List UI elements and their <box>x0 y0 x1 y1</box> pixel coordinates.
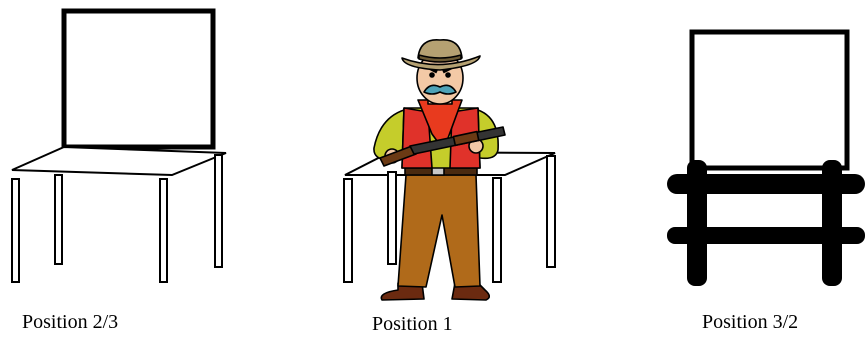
table-leg <box>547 156 555 267</box>
table-with-chair-left <box>12 11 226 282</box>
mustache <box>424 85 456 94</box>
table-leg <box>215 155 222 267</box>
chair-back <box>64 11 213 147</box>
table-with-cowboy <box>344 40 555 300</box>
table-leg <box>493 178 501 282</box>
caption-position-1: Position 1 <box>372 313 453 336</box>
chair-backrest <box>692 32 847 168</box>
chair-back-view <box>667 32 865 286</box>
left-eye <box>430 73 434 77</box>
right-eye <box>446 73 450 77</box>
table-leg <box>12 179 19 282</box>
table-top <box>12 147 226 175</box>
caption-position-3-2: Position 3/2 <box>702 311 798 334</box>
pants <box>398 175 480 287</box>
caption-position-2-3: Position 2/3 <box>22 311 118 334</box>
table-leg <box>344 179 352 282</box>
table-leg <box>55 175 62 264</box>
table-leg <box>388 172 396 264</box>
table-leg <box>160 179 167 282</box>
chair-rail-lower <box>667 227 865 244</box>
chair-rail-upper <box>667 174 865 194</box>
